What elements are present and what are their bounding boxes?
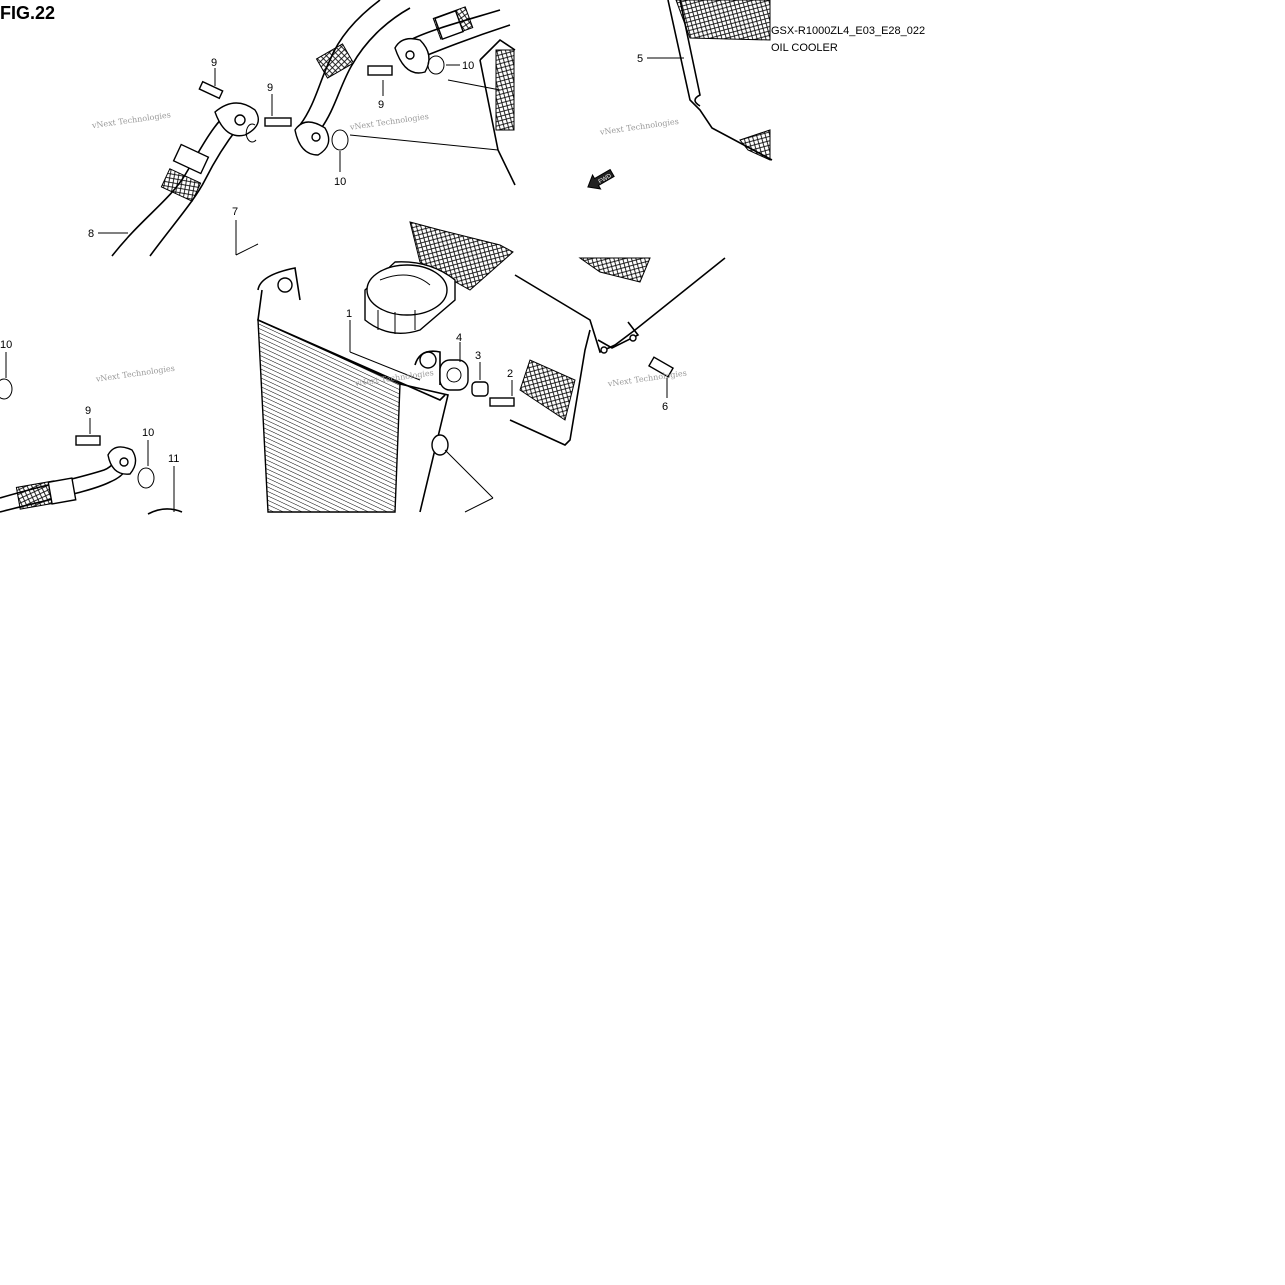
watermark: vNext Technologies — [606, 368, 687, 388]
callout-5: 5 — [637, 53, 643, 65]
watermark: vNext Technologies — [348, 112, 429, 132]
flange-bolt — [75, 435, 101, 446]
o-ring — [331, 129, 349, 151]
hose-braid — [160, 168, 202, 202]
callout-10: 10 — [334, 176, 346, 188]
cooler-guard-mesh — [578, 257, 651, 283]
flange-bolt — [367, 65, 393, 76]
cooler-guard-frame — [514, 257, 726, 354]
callout-4: 4 — [456, 332, 462, 344]
watermark: vNext Technologies — [598, 117, 679, 137]
figure-label: FIG.22 — [0, 3, 55, 23]
hose-fitting — [172, 143, 210, 175]
drain-fitting — [431, 434, 449, 456]
cooler-edge — [495, 49, 515, 131]
tile-bottom-left: 10 9 10 11 vNext Technologies — [0, 339, 183, 515]
callout-6: 6 — [662, 401, 668, 413]
oil-cooler-core — [257, 318, 401, 513]
tile-top-left: 9 9 10 9 10 — [88, 0, 516, 257]
o-ring — [137, 467, 155, 489]
callout-1: 1 — [346, 308, 352, 320]
callout-10: 10 — [462, 60, 474, 72]
flange-bolt — [264, 117, 292, 127]
guard-bolt — [648, 356, 674, 378]
tile-bottom-right: 6 vNext Technologies — [509, 257, 726, 446]
tile-bottom-middle: 4 3 2 1 vNext Technologies — [257, 221, 515, 513]
callout-3: 3 — [475, 350, 481, 362]
figure-title: OIL COOLER — [771, 42, 838, 54]
o-ring — [427, 55, 445, 75]
callout-2: 2 — [507, 368, 513, 380]
mount-bolt — [489, 397, 515, 407]
cooler-guard-frame — [667, 0, 773, 161]
cooler-guard-mesh — [675, 0, 771, 41]
oil-filter — [364, 261, 456, 334]
callout-9: 9 — [211, 57, 217, 69]
o-ring — [0, 378, 13, 400]
callout-9: 9 — [378, 99, 384, 111]
oil-hose-lower — [111, 114, 226, 257]
callout-7: 7 — [232, 206, 238, 218]
callout-10: 10 — [0, 339, 12, 351]
callout-11: 11 — [168, 453, 179, 465]
callout-10: 10 — [142, 427, 154, 439]
figure-code: GSX-R1000ZL4_E03_E28_022 — [771, 25, 925, 37]
watermark: vNext Technologies — [94, 364, 175, 384]
callout-8: 8 — [88, 228, 94, 240]
hose-fitting — [47, 477, 77, 505]
rubber-grommet — [439, 359, 469, 391]
mount-hole — [277, 277, 293, 293]
flange-bolt — [198, 80, 224, 100]
forward-arrow-icon: FWD — [587, 168, 615, 190]
collar — [471, 381, 489, 397]
callout-9: 9 — [267, 82, 273, 94]
hose-braid — [315, 43, 355, 79]
cooler-guard-mesh — [409, 221, 514, 291]
watermark: vNext Technologies — [90, 110, 171, 130]
tile-top-right: 5 FWD vNext Technologies GSX-R1000ZL4_E0… — [587, 0, 925, 190]
callout-9: 9 — [85, 405, 91, 417]
